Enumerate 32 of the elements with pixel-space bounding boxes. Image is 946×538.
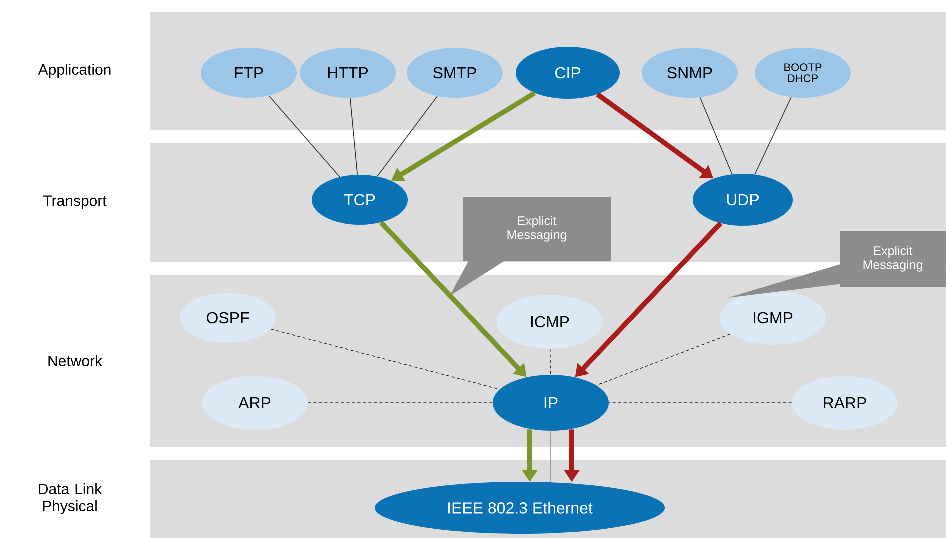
ellipse-node: SNMP	[642, 48, 738, 98]
connector-line	[700, 97, 733, 175]
ellipse-node: TCP	[312, 175, 408, 225]
layer-label: Data Link Physical	[39, 484, 102, 514]
dashed-line	[608, 402, 792, 404]
connector-line	[550, 429, 552, 483]
callout-box: Explicit Messaging	[450, 197, 611, 296]
connector-line	[754, 97, 792, 175]
ellipse-node: ICMP	[497, 295, 603, 349]
connector-line	[350, 98, 358, 176]
ellipse-node: FTP	[201, 48, 297, 98]
connector-line	[377, 96, 438, 177]
connector-line	[268, 96, 340, 178]
dashed-line	[550, 348, 552, 376]
ellipse-node: IP	[493, 375, 609, 431]
ellipse-node: SMTP	[407, 48, 503, 98]
ellipse-node: BOOTP DHCP	[755, 48, 851, 98]
ellipse-node: HTTP	[300, 48, 396, 98]
ellipse-node: UDP	[693, 174, 793, 226]
ellipse-node: CIP	[516, 47, 620, 99]
ellipse-node: OSPF	[180, 293, 276, 343]
layer-label: Application	[38, 64, 111, 78]
dashed-line	[308, 402, 494, 404]
ellipse-node: ARP	[202, 376, 308, 430]
callout-box: Explicit Messaging	[728, 231, 946, 298]
layer-label: Transport	[44, 196, 107, 210]
dashed-line	[596, 334, 731, 386]
layer-label: Network	[48, 355, 103, 366]
ellipse-node: IEEE 802.3 Ethernet	[375, 482, 665, 534]
dashed-line	[270, 328, 500, 390]
ellipse-node: IGMP	[720, 291, 826, 345]
ellipse-node: RARP	[792, 376, 898, 430]
